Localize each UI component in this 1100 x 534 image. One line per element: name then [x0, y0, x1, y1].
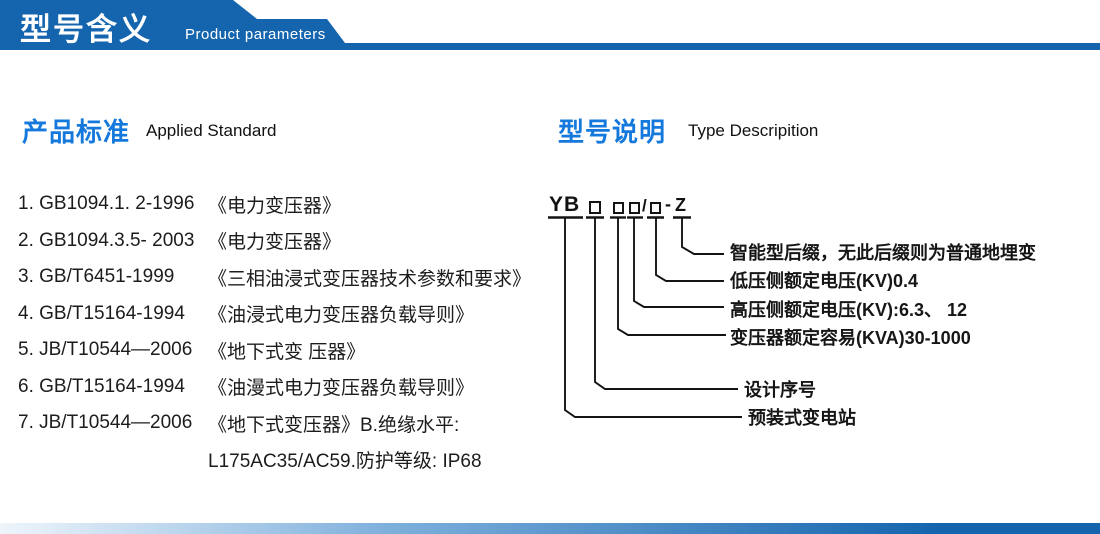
diagram-label-capacity: 变压器额定容易(KVA)30-1000 [730, 328, 971, 348]
model-code-suffix: Z [675, 195, 686, 215]
type-description-heading-cn: 型号说明 [558, 117, 667, 147]
standard-item-continuation: L175AC35/AC59.防护等级: IP68 [18, 442, 548, 479]
standard-code: 5. JB/T10544—2006 [18, 339, 193, 361]
diagram-label-suffix: 智能型后缀，无此后缀则为普通地埋变 [730, 243, 1036, 263]
standard-item: 6. GB/T15164-1994 《油漫式电力变压器负载导则》 [18, 369, 548, 406]
standard-title: 《油漫式电力变压器负载导则》 [208, 378, 475, 400]
footer-gradient-bar [0, 523, 1100, 534]
connector-capacity [617, 218, 726, 336]
standard-item: 4. GB/T15164-1994 《油浸式电力变压器负载导则》 [18, 296, 548, 333]
model-code-box-capacity-icon [613, 202, 624, 214]
model-code-prefix: YB [549, 193, 581, 216]
standard-code: 2. GB1094.3.5- 2003 [18, 229, 195, 251]
standards-list: 1. GB1094.1. 2-1996 《电力变压器》 2. GB1094.3.… [18, 186, 548, 478]
model-code-dash: - [665, 194, 671, 214]
standard-item: 7. JB/T10544—2006 《地下式变压器》B.绝缘水平: [18, 405, 548, 442]
diagram-label-design-serial: 设计序号 [744, 380, 816, 400]
standard-title: 《三相油浸式变压器技术参数和要求》 [208, 268, 532, 290]
standard-title: 《油浸式电力变压器负载导则》 [208, 305, 475, 327]
connector-hv [633, 218, 724, 308]
standard-item: 3. GB/T6451-1999 《三相油浸式变压器技术参数和要求》 [18, 259, 548, 296]
model-code-box-design-icon [589, 201, 601, 214]
standard-code: 6. GB/T15164-1994 [18, 375, 185, 397]
standard-title: 《地下式变压器》B.绝缘水平: [208, 414, 460, 436]
model-code-box-hv-icon [629, 202, 640, 214]
applied-standard-heading-en: Applied Standard [146, 121, 277, 140]
type-description-heading-en: Type Descripition [688, 121, 819, 140]
diagram-label-lv-voltage: 低压侧额定电压(KV)0.4 [730, 271, 919, 291]
applied-standard-heading-cn: 产品标准 [22, 117, 131, 147]
diagram-label-hv-voltage: 高压侧额定电压(KV):6.3、 12 [730, 300, 968, 320]
model-code-box-lv-icon [650, 202, 661, 214]
connector-design [594, 218, 738, 390]
standard-item: 2. GB1094.3.5- 2003 《电力变压器》 [18, 223, 548, 260]
diagram-label-prefab-substation: 预装式变电站 [748, 408, 856, 428]
standard-code: 4. GB/T15164-1994 [18, 302, 185, 324]
standard-title: 《电力变压器》 [208, 232, 342, 254]
connector-prefix [564, 218, 742, 418]
standard-item: 1. GB1094.1. 2-1996 《电力变压器》 [18, 186, 548, 223]
standard-title: 《电力变压器》 [208, 195, 342, 217]
page-subtitle: Product parameters [185, 26, 326, 43]
standard-title-continuation: L175AC35/AC59.防护等级: IP68 [208, 451, 482, 473]
standard-code: 3. GB/T6451-1999 [18, 266, 175, 288]
standard-code: 7. JB/T10544—2006 [18, 412, 193, 434]
standard-item: 5. JB/T10544—2006 《地下式变 压器》 [18, 332, 548, 369]
connector-suffix [681, 218, 724, 255]
model-code-slash: / [642, 196, 647, 215]
connector-lv [655, 218, 724, 282]
page-title: 型号含义 [20, 12, 152, 47]
standard-code: 1. GB1094.1. 2-1996 [18, 193, 195, 215]
standard-title: 《地下式变 压器》 [208, 341, 366, 363]
